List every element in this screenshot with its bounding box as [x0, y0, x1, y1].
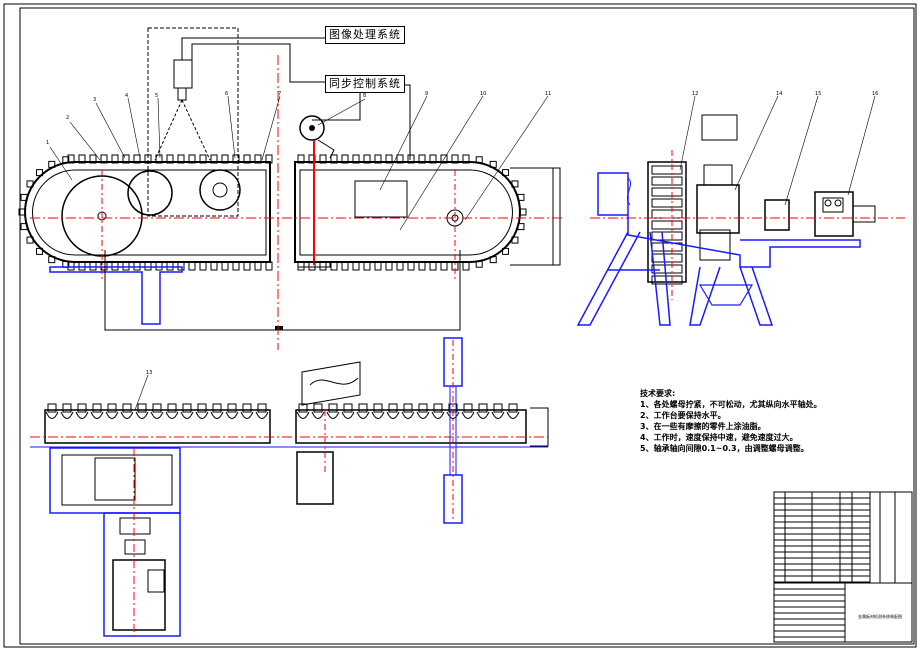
technical-requirements-title: 技术要求: — [640, 389, 676, 398]
side-view — [576, 95, 905, 326]
inner-frame — [19, 7, 915, 645]
part-number-13: 13 — [146, 370, 153, 376]
part-number-8: 8 — [363, 93, 367, 99]
part-number-10: 10 — [480, 91, 487, 97]
requirement-5: 5、轴承轴向间隙0.1~0.3，由调整螺母调整。 — [640, 444, 809, 453]
part-number-12: 12 — [692, 91, 699, 97]
part-number-9: 9 — [425, 91, 429, 97]
requirement-2: 2、工作台要保持水平。 — [640, 411, 726, 420]
technical-requirements: 技术要求: 1、各处螺母拧紧，不可松动，尤其纵向水平轴处。 2、工作台要保持水平… — [640, 388, 822, 454]
part-number-5: 5 — [155, 93, 159, 99]
drawing-name: 金属板材检测系统装配图 — [858, 614, 902, 619]
part-number-2: 2 — [66, 115, 70, 121]
part-number-1: 1 — [46, 140, 50, 146]
requirement-3: 3、在一些有摩擦的零件上涂油脂。 — [640, 422, 766, 431]
part-number-3: 3 — [93, 97, 97, 103]
requirement-1: 1、各处螺母拧紧，不可松动，尤其纵向水平轴处。 — [640, 400, 822, 409]
part-number-6: 6 — [225, 91, 229, 97]
part-number-7: 7 — [278, 91, 282, 97]
image-processing-system-label: 图像处理系统 — [325, 26, 405, 44]
part-number-16: 16 — [872, 91, 879, 97]
sync-control-system-label: 同步控制系统 — [325, 75, 405, 93]
top-view — [30, 337, 549, 640]
part-number-4: 4 — [125, 93, 129, 99]
part-number-15: 15 — [815, 91, 822, 97]
part-number-14: 14 — [776, 91, 783, 97]
title-block — [773, 491, 913, 643]
part-number-11: 11 — [545, 91, 552, 97]
requirement-4: 4、工作时，速度保持中速，避免速度过大。 — [640, 433, 798, 442]
front-view-conveyor — [18, 27, 565, 350]
outer-frame — [3, 3, 917, 648]
